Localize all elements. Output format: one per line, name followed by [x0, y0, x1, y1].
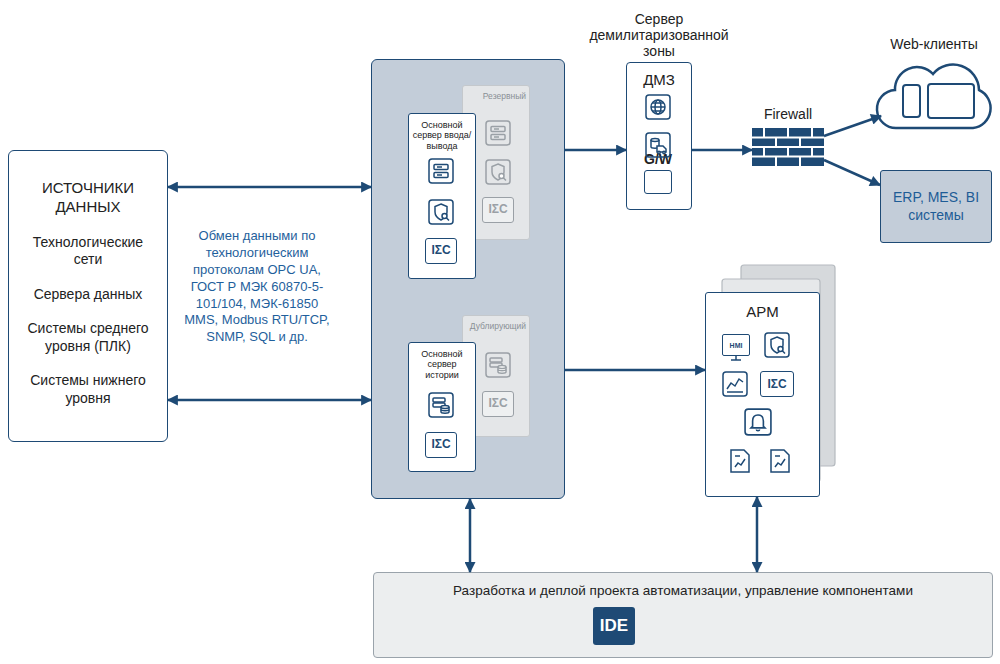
- phone-icon: [903, 85, 920, 117]
- security-icon: [765, 333, 789, 357]
- tablet-icon: [928, 84, 974, 118]
- trend-icon: [723, 372, 747, 396]
- server-panel: РезервныйIΣCОсновной сервер ввода/вывода…: [371, 59, 565, 499]
- node-text: IΣC: [431, 438, 450, 452]
- flow-arrow: [168, 186, 371, 189]
- hmi-icon: HMI: [722, 334, 750, 356]
- cloud-outline: [873, 60, 995, 130]
- ide-band: Разработка и деплой проекта автоматизаци…: [373, 572, 993, 658]
- alarm-icon: [745, 409, 771, 435]
- node-text: Web-клиенты: [853, 36, 1000, 52]
- transfer-icon: [646, 133, 670, 157]
- node-text: ИСТОЧНИКИ ДАННЫХ: [19, 179, 157, 217]
- workstation-box: АРМ HMI IΣC: [705, 292, 820, 497]
- server-icon: [486, 121, 510, 145]
- node-text: ДМЗ: [627, 71, 691, 88]
- isc-icon: IΣC: [760, 371, 794, 397]
- node-text: IΣC: [431, 244, 450, 258]
- node-text: ERP, MES, BI системы: [885, 189, 987, 224]
- node-text: Основной сервер истории: [411, 349, 473, 380]
- flow-arrow: [565, 149, 626, 152]
- dmz-server-box: Сервер демилитаризованной зоныДМЗG/W: [626, 62, 692, 210]
- node-text: Основной сервер ввода/вывода: [411, 120, 473, 151]
- flow-arrow: [692, 149, 752, 152]
- node-text: Firewall: [722, 106, 854, 122]
- flow-arrow: [824, 116, 881, 136]
- flow-arrow: [824, 160, 880, 185]
- enterprise-box: ERP, MES, BI системы: [880, 170, 992, 243]
- flow-arrow: [168, 399, 371, 402]
- monitor-stand: [731, 356, 741, 360]
- node-text: Сервера данных: [34, 286, 143, 304]
- isc-icon: IΣC: [482, 197, 514, 223]
- web-icon: [646, 95, 670, 119]
- report-icon: [771, 450, 789, 472]
- firewall-icon: Firewall: [752, 128, 824, 166]
- node-text: IΣC: [488, 203, 507, 217]
- database-icon: [429, 393, 453, 417]
- node-text: Системы среднего уровня (ПЛК): [19, 320, 157, 355]
- server-box: Основной сервер ввода/выводаIΣC: [408, 113, 476, 279]
- server-box: Основной сервер историиIΣC: [408, 342, 476, 472]
- node-text: IDE: [600, 616, 628, 636]
- flow-arrow: [756, 497, 759, 572]
- cloud-shape: [877, 65, 991, 128]
- server-icon: [429, 159, 453, 183]
- isc-icon: IΣC: [425, 432, 457, 458]
- node-text: HMI: [730, 342, 743, 349]
- gateway-icon: G/W: [644, 170, 672, 194]
- node-text: Дублирующий: [466, 322, 526, 332]
- node-text: Технологические сети: [19, 234, 157, 269]
- isc-icon: IΣC: [425, 238, 457, 264]
- node-text: IΣC: [767, 377, 786, 391]
- isc-icon: IΣC: [482, 391, 514, 417]
- report-icon: [731, 450, 749, 472]
- node-text: IΣC: [488, 397, 507, 411]
- security-icon: [486, 160, 510, 184]
- node-text: Системы нижнего уровня: [19, 372, 157, 407]
- security-icon: [429, 200, 453, 224]
- database-icon: [486, 353, 510, 377]
- ide-icon: IDE: [593, 607, 635, 645]
- node-text: Резервный: [466, 92, 526, 102]
- node-text: Разработка и деплой проекта автоматизаци…: [374, 583, 992, 598]
- flow-arrow: [565, 369, 705, 372]
- firewall-bricks: [752, 128, 824, 166]
- node-text: АРМ: [706, 303, 819, 320]
- node-text: Сервер демилитаризованной зоны: [587, 11, 731, 59]
- web-cloud: Web-клиенты: [873, 60, 995, 130]
- node-text: G/W: [605, 151, 711, 167]
- source-box: ИСТОЧНИКИ ДАННЫХ Технологические сетиСерв…: [8, 150, 168, 442]
- flow-arrow: [469, 499, 472, 572]
- protocol-note: Обмен данными по технологическим протоко…: [182, 228, 332, 346]
